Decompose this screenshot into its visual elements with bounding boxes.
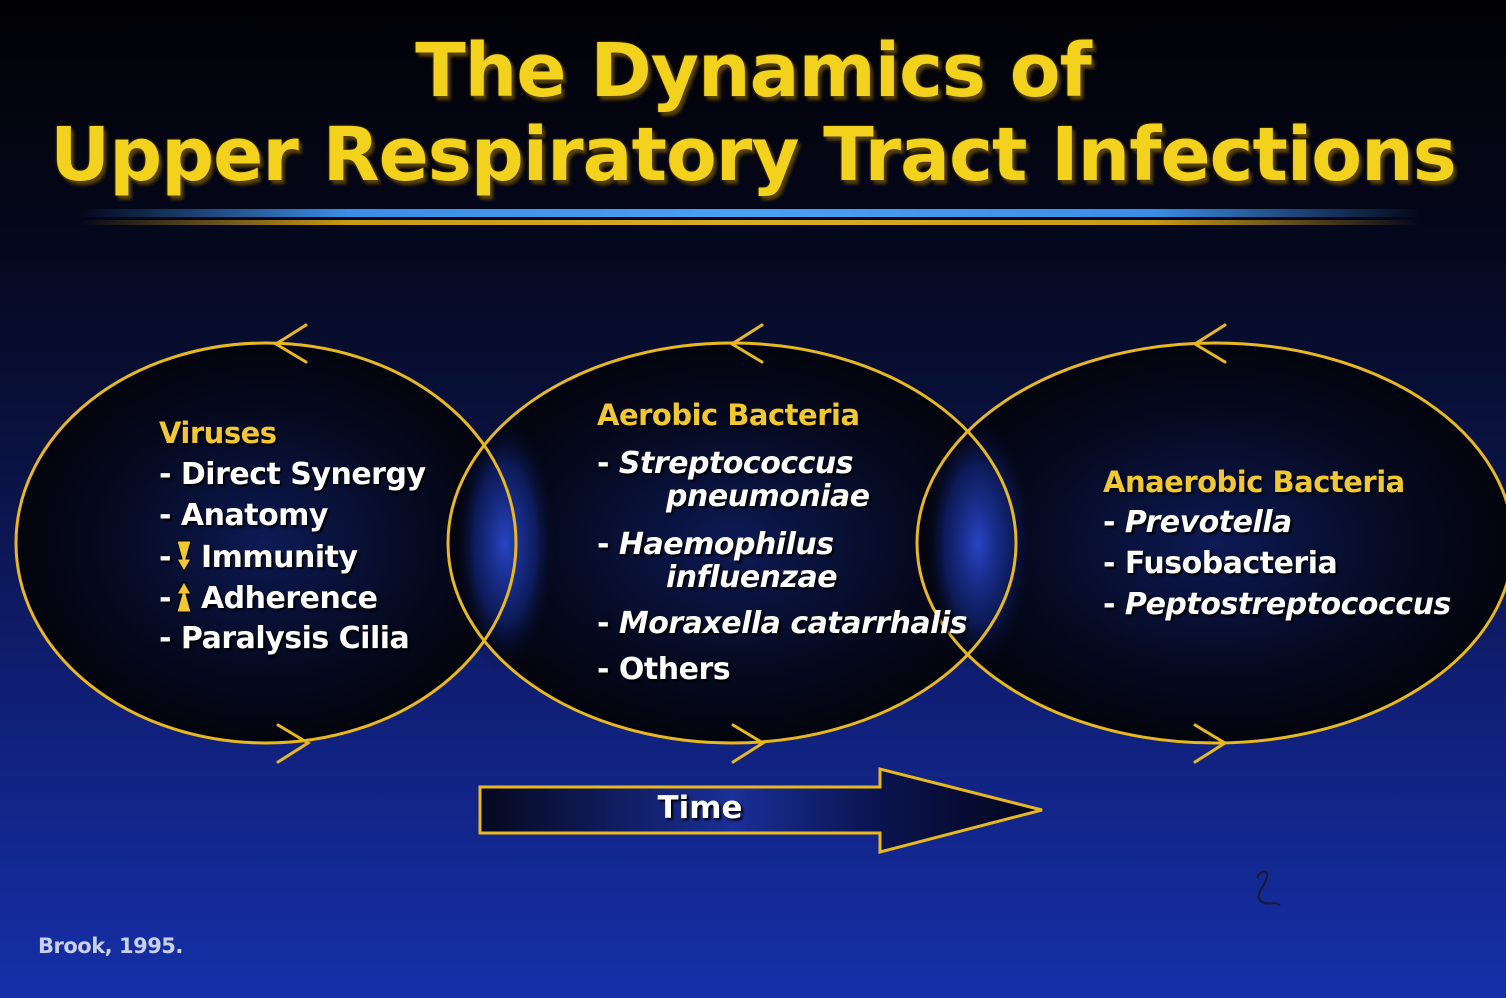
item-dash: -	[597, 652, 619, 687]
item-dash: -	[159, 581, 171, 616]
item-label: Anatomy	[180, 498, 329, 533]
citation: Brook, 1995.	[38, 934, 183, 958]
overlap-glow-left	[453, 413, 557, 673]
item-dash: -	[159, 457, 181, 492]
item-label: Paralysis Cilia	[180, 621, 410, 656]
viruses-item: -Immunity	[159, 539, 358, 575]
item-label: Haemophilus	[618, 527, 834, 562]
aerobic-item-continuation: influenzae	[666, 560, 838, 595]
aerobic-item: - Haemophilus	[597, 527, 834, 562]
anaerobic-item: - Fusobacteria	[1103, 546, 1338, 581]
item-label: Prevotella	[1124, 505, 1292, 540]
aerobic-item: - Others	[597, 652, 731, 687]
item-label: Peptostreptococcus	[1124, 587, 1451, 622]
item-label: Immunity	[200, 540, 358, 575]
item-label: Direct Synergy	[180, 457, 426, 492]
item-dash: -	[159, 540, 171, 575]
item-dash: -	[597, 446, 619, 481]
item-label: Adherence	[200, 581, 378, 616]
item-dash: -	[159, 621, 181, 656]
title-divider-gold	[80, 220, 1420, 225]
anaerobic-item: - Prevotella	[1103, 505, 1292, 540]
aerobic-item: - Moraxella catarrhalis	[597, 606, 968, 641]
item-dash: -	[159, 498, 181, 533]
top-left-arrow-icon	[273, 323, 308, 364]
title-divider-blue	[80, 209, 1420, 217]
item-dash: -	[597, 527, 619, 562]
viruses-circle-fill	[16, 343, 516, 743]
anaerobic-circle	[915, 341, 1506, 745]
bottom-center-arrow-icon	[731, 723, 766, 764]
item-label: Fusobacteria	[1124, 546, 1338, 581]
aerobic-heading: Aerobic Bacteria	[597, 398, 860, 432]
item-dash: -	[1103, 587, 1125, 622]
viruses-item: - Direct Synergy	[159, 457, 426, 492]
item-dash: -	[597, 606, 619, 641]
item-label: Streptococcus	[618, 446, 854, 481]
title-line-1: The Dynamics of	[415, 28, 1092, 114]
time-arrow	[478, 767, 1043, 854]
top-right-arrow-icon	[1192, 323, 1227, 364]
aerobic-item-continuation: pneumoniae	[666, 479, 870, 514]
item-label: Others	[618, 652, 731, 687]
viruses-circle	[14, 341, 518, 745]
viruses-heading: Viruses	[159, 416, 277, 450]
aerobic-item: - Streptococcus	[597, 446, 854, 481]
item-dash: -	[1103, 505, 1125, 540]
item-dash: -	[1103, 546, 1125, 581]
handwritten-mark	[1256, 870, 1281, 907]
viruses-item: -Adherence	[159, 580, 378, 616]
time-label: Time	[657, 790, 743, 826]
bottom-right-arrow-icon	[1193, 723, 1228, 764]
aerobic-circle-fill	[448, 343, 1016, 743]
up-arrow-icon	[176, 581, 192, 613]
down-arrow-icon	[176, 540, 192, 572]
viruses-item: - Anatomy	[159, 498, 329, 533]
title-line-2: Upper Respiratory Tract Infections	[50, 112, 1457, 198]
anaerobic-heading: Anaerobic Bacteria	[1103, 465, 1405, 499]
anaerobic-circle-fill	[917, 343, 1506, 743]
viruses-item: - Paralysis Cilia	[159, 621, 410, 656]
anaerobic-item: - Peptostreptococcus	[1103, 587, 1451, 622]
overlap-glow-right	[922, 413, 1034, 673]
bottom-left-arrow-icon	[276, 723, 311, 764]
top-center-arrow-icon	[729, 323, 764, 364]
item-label: Moraxella catarrhalis	[618, 606, 968, 641]
